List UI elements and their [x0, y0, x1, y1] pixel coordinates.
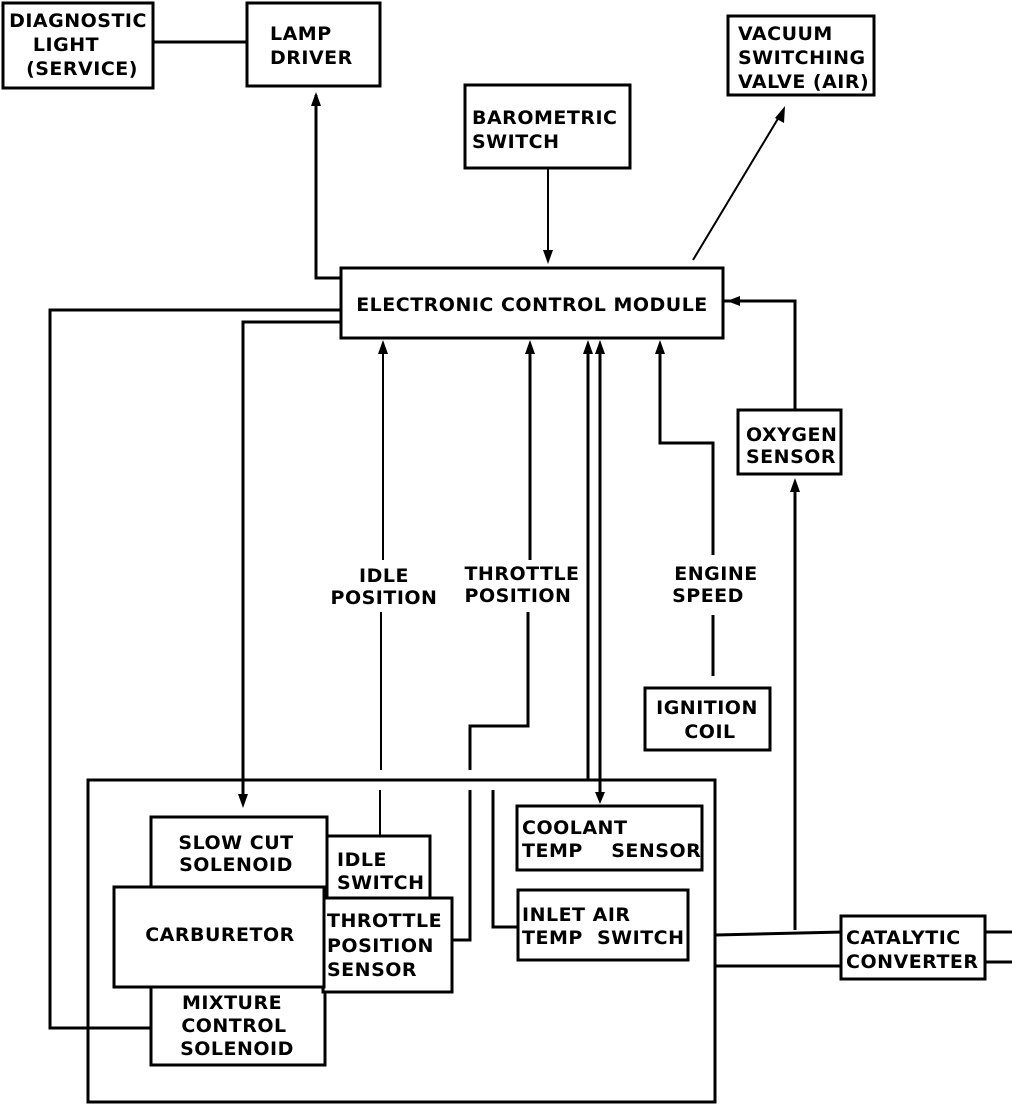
arrow-coolant-down	[595, 792, 605, 804]
arrow-throttle-to-ecm	[525, 340, 535, 354]
inlet-air-line1: INLET AIR	[522, 904, 631, 926]
line-ecm-to-slow-cut	[241, 320, 340, 800]
diagnostic-light-line2: LIGHT	[33, 34, 99, 56]
throttle-position-line1: THROTTLE	[464, 563, 579, 585]
line-ecm-to-vacuum-valve	[692, 111, 783, 261]
line-oxygen-to-ecm	[723, 299, 797, 410]
vacuum-valve-line3: VALVE (AIR)	[738, 71, 869, 93]
catalytic-converter-block: CATALYTIC CONVERTER	[839, 914, 987, 981]
arrow-coolant-to-ecm	[595, 340, 605, 354]
diagnostic-light-line3: (SERVICE)	[26, 58, 138, 80]
carburetor-label: CARBURETOR	[145, 924, 295, 946]
line-engine-speed-upper	[658, 345, 715, 555]
barometric-switch-line1: BAROMETRIC	[472, 107, 617, 129]
tps-line3: SENSOR	[327, 959, 417, 981]
inlet-air-line2: TEMP SWITCH	[522, 927, 685, 949]
coolant-line1: COOLANT	[522, 817, 627, 839]
throttle-position-sensor-block: THROTTLE POSITION SENSOR	[321, 896, 454, 994]
idle-switch-line1: IDLE	[337, 849, 387, 871]
vacuum-valve-line2: SWITCHING	[738, 47, 866, 69]
coolant-line2: TEMP SENSOR	[522, 840, 701, 862]
throttle-position-line2: POSITION	[465, 585, 572, 607]
signal-throttle-position: THROTTLE POSITION	[464, 563, 579, 607]
diagnostic-light-block: DIAGNOSTIC LIGHT (SERVICE)	[1, 1, 155, 90]
arrow-idle-to-ecm	[378, 340, 388, 354]
catalytic-line1: CATALYTIC	[846, 927, 961, 949]
tps-line1: THROTTLE	[327, 910, 442, 932]
line-lamp-driver-to-ecm	[314, 95, 343, 280]
mixture-control-line3: SOLENOID	[180, 1038, 294, 1060]
ignition-coil-line2: COIL	[684, 721, 735, 743]
arrowheads	[238, 92, 800, 808]
lamp-driver-block: LAMP DRIVER	[245, 1, 382, 88]
arrow-to-slow-cut	[238, 794, 248, 808]
inlet-air-temp-switch-block: INLET AIR TEMP SWITCH	[516, 888, 690, 962]
signal-idle-position: IDLE POSITION	[331, 565, 438, 609]
line-inlet-air-loop	[491, 790, 518, 929]
ignition-coil-line1: IGNITION	[656, 697, 758, 719]
oxygen-sensor-line2: SENSOR	[746, 446, 836, 468]
coolant-temp-sensor-block: COOLANT TEMP SENSOR	[515, 804, 704, 872]
arrow-catalytic-to-oxygen	[790, 478, 800, 492]
slow-cut-line1: SLOW CUT	[178, 832, 293, 854]
idle-position-line2: POSITION	[331, 587, 438, 609]
oxygen-sensor-line1: OXYGEN	[746, 424, 837, 446]
lamp-driver-line2: DRIVER	[270, 47, 353, 69]
ecm-block: ELECTRONIC CONTROL MODULE	[339, 266, 725, 340]
slow-cut-solenoid-block: SLOW CUT SOLENOID	[149, 815, 329, 894]
vacuum-switching-valve-block: VACUUM SWITCHING VALVE (AIR)	[726, 14, 876, 97]
ecm-label: ELECTRONIC CONTROL MODULE	[356, 294, 708, 316]
line-ecm-to-mixture-control	[48, 308, 340, 1030]
exhaust-pipe-upper	[715, 930, 844, 937]
mixture-control-solenoid-block: MIXTURE CONTROL SOLENOID	[149, 985, 327, 1067]
arrow-oxygen-to-ecm	[727, 296, 740, 306]
diagnostic-light-line1: DIAGNOSTIC	[9, 10, 147, 32]
mixture-control-line2: CONTROL	[181, 1015, 286, 1037]
engine-speed-line2: SPEED	[672, 585, 744, 607]
oxygen-sensor-block: OXYGEN SENSOR	[736, 408, 843, 476]
idle-switch-line2: SWITCH	[337, 872, 425, 894]
idle-position-line1: IDLE	[359, 565, 409, 587]
connection-lines	[48, 40, 1012, 1030]
slow-cut-line2: SOLENOID	[179, 854, 293, 876]
tps-line2: POSITION	[327, 935, 434, 957]
ignition-coil-block: IGNITION COIL	[643, 686, 772, 752]
barometric-switch-block: BAROMETRIC SWITCH	[463, 83, 632, 170]
vacuum-valve-line1: VACUUM	[738, 23, 833, 45]
arrow-to-ecm-from-barometric	[543, 250, 553, 264]
barometric-switch-line2: SWITCH	[472, 131, 560, 153]
mixture-control-line1: MIXTURE	[182, 992, 282, 1014]
engine-speed-line1: ENGINE	[674, 563, 757, 585]
signal-engine-speed: ENGINE SPEED	[672, 563, 757, 607]
catalytic-line2: CONVERTER	[846, 951, 979, 973]
line-throttle-position-lower	[468, 612, 530, 770]
idle-switch-block: IDLE SWITCH	[325, 834, 432, 900]
lamp-driver-line1: LAMP	[270, 23, 332, 45]
line-throttle-position-stub	[452, 790, 472, 942]
arrow-to-lamp-driver	[311, 92, 321, 106]
arrow-to-vacuum-valve	[775, 106, 785, 123]
arrow-inlet-air-to-ecm	[583, 340, 593, 354]
arrow-engine-speed-to-ecm	[655, 340, 665, 354]
carburetor-block: CARBURETOR	[112, 885, 326, 989]
engine-assembly-outline	[86, 778, 717, 1104]
